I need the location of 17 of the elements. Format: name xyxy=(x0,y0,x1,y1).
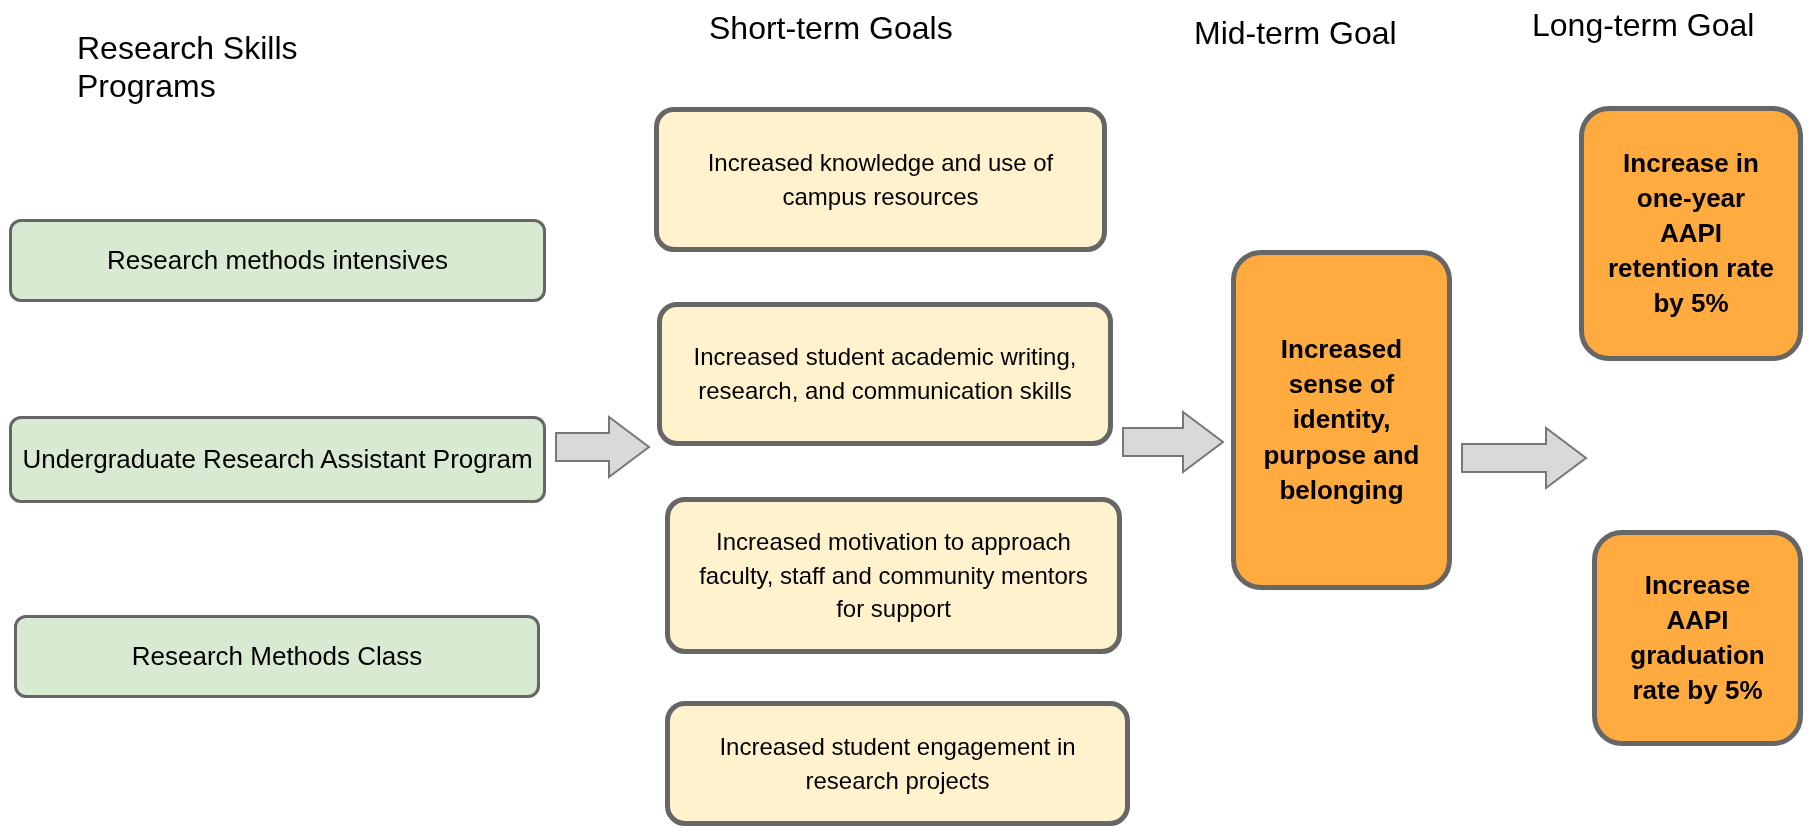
goal-box: Increase in one-year AAPI retention rate by 5% xyxy=(1579,106,1803,361)
column-heading: Long-term Goal xyxy=(1532,6,1756,45)
goal-box: Increase AAPI graduation rate by 5% xyxy=(1592,530,1803,746)
goal-box: Increased student academic writing, research, and communication skills xyxy=(657,302,1113,446)
program-box: Research methods intensives xyxy=(9,219,546,302)
goal-box: Increased knowledge and use of campus resources xyxy=(654,107,1107,252)
column-heading: Mid-term Goal xyxy=(1194,14,1398,53)
column-heading: Research Skills Programs xyxy=(77,29,299,106)
column-heading: Short-term Goals xyxy=(709,9,954,48)
block-arrow xyxy=(555,415,651,479)
program-box: Research Methods Class xyxy=(14,615,540,698)
block-arrow xyxy=(1461,426,1588,490)
goal-box: Increased sense of identity, purpose and belonging xyxy=(1231,250,1452,590)
block-arrow xyxy=(1122,410,1225,474)
goal-box: Increased motivation to approach faculty, staff and community mentors for support xyxy=(665,497,1122,654)
goal-box: Increased student engagement in research projects xyxy=(665,701,1130,826)
program-box: Undergraduate Research Assistant Program xyxy=(9,416,546,503)
